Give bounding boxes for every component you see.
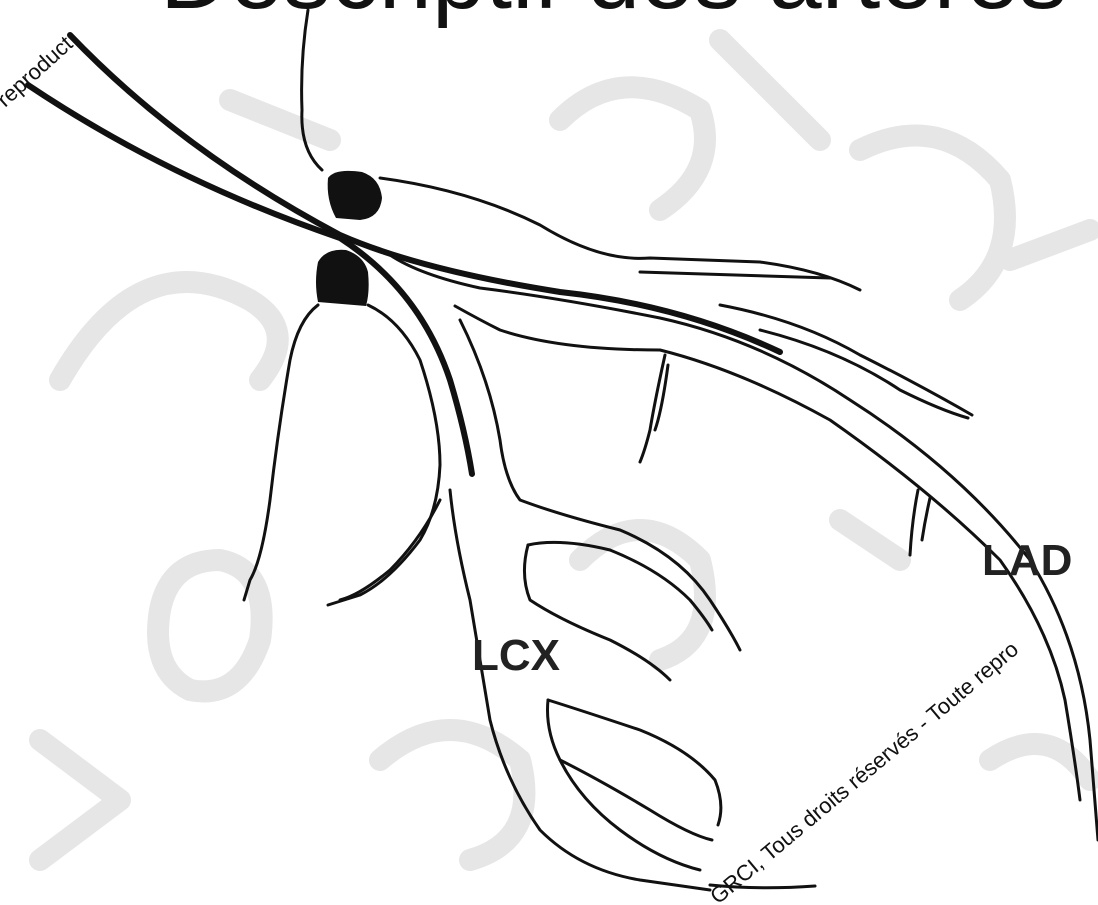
- lad-diagonal-2b: [922, 498, 930, 540]
- ramus-branch: [340, 500, 440, 600]
- upper-vessel-main-lower: [640, 272, 830, 278]
- watermark-text-diagonal: GRCI, Tous droits réservés - Toute repro: [705, 636, 1023, 905]
- label-lcx: LCX: [472, 631, 560, 680]
- catheter-line-2: [28, 85, 472, 474]
- ramus-inner: [328, 305, 440, 605]
- lcx-branch-lower: [548, 700, 721, 825]
- lcx-branch-lower-tail: [560, 760, 712, 840]
- background-watermark: [40, 40, 1090, 860]
- lad-branch-1b: [760, 330, 968, 418]
- page-title: Descriptif des artères: [160, 0, 1067, 29]
- lad-diagonal-2: [910, 490, 918, 555]
- stenosis-lower: [316, 250, 369, 306]
- label-lad: LAD: [982, 536, 1072, 585]
- watermark-text-top: reproduct: [0, 31, 77, 112]
- stenosis-upper: [328, 171, 382, 220]
